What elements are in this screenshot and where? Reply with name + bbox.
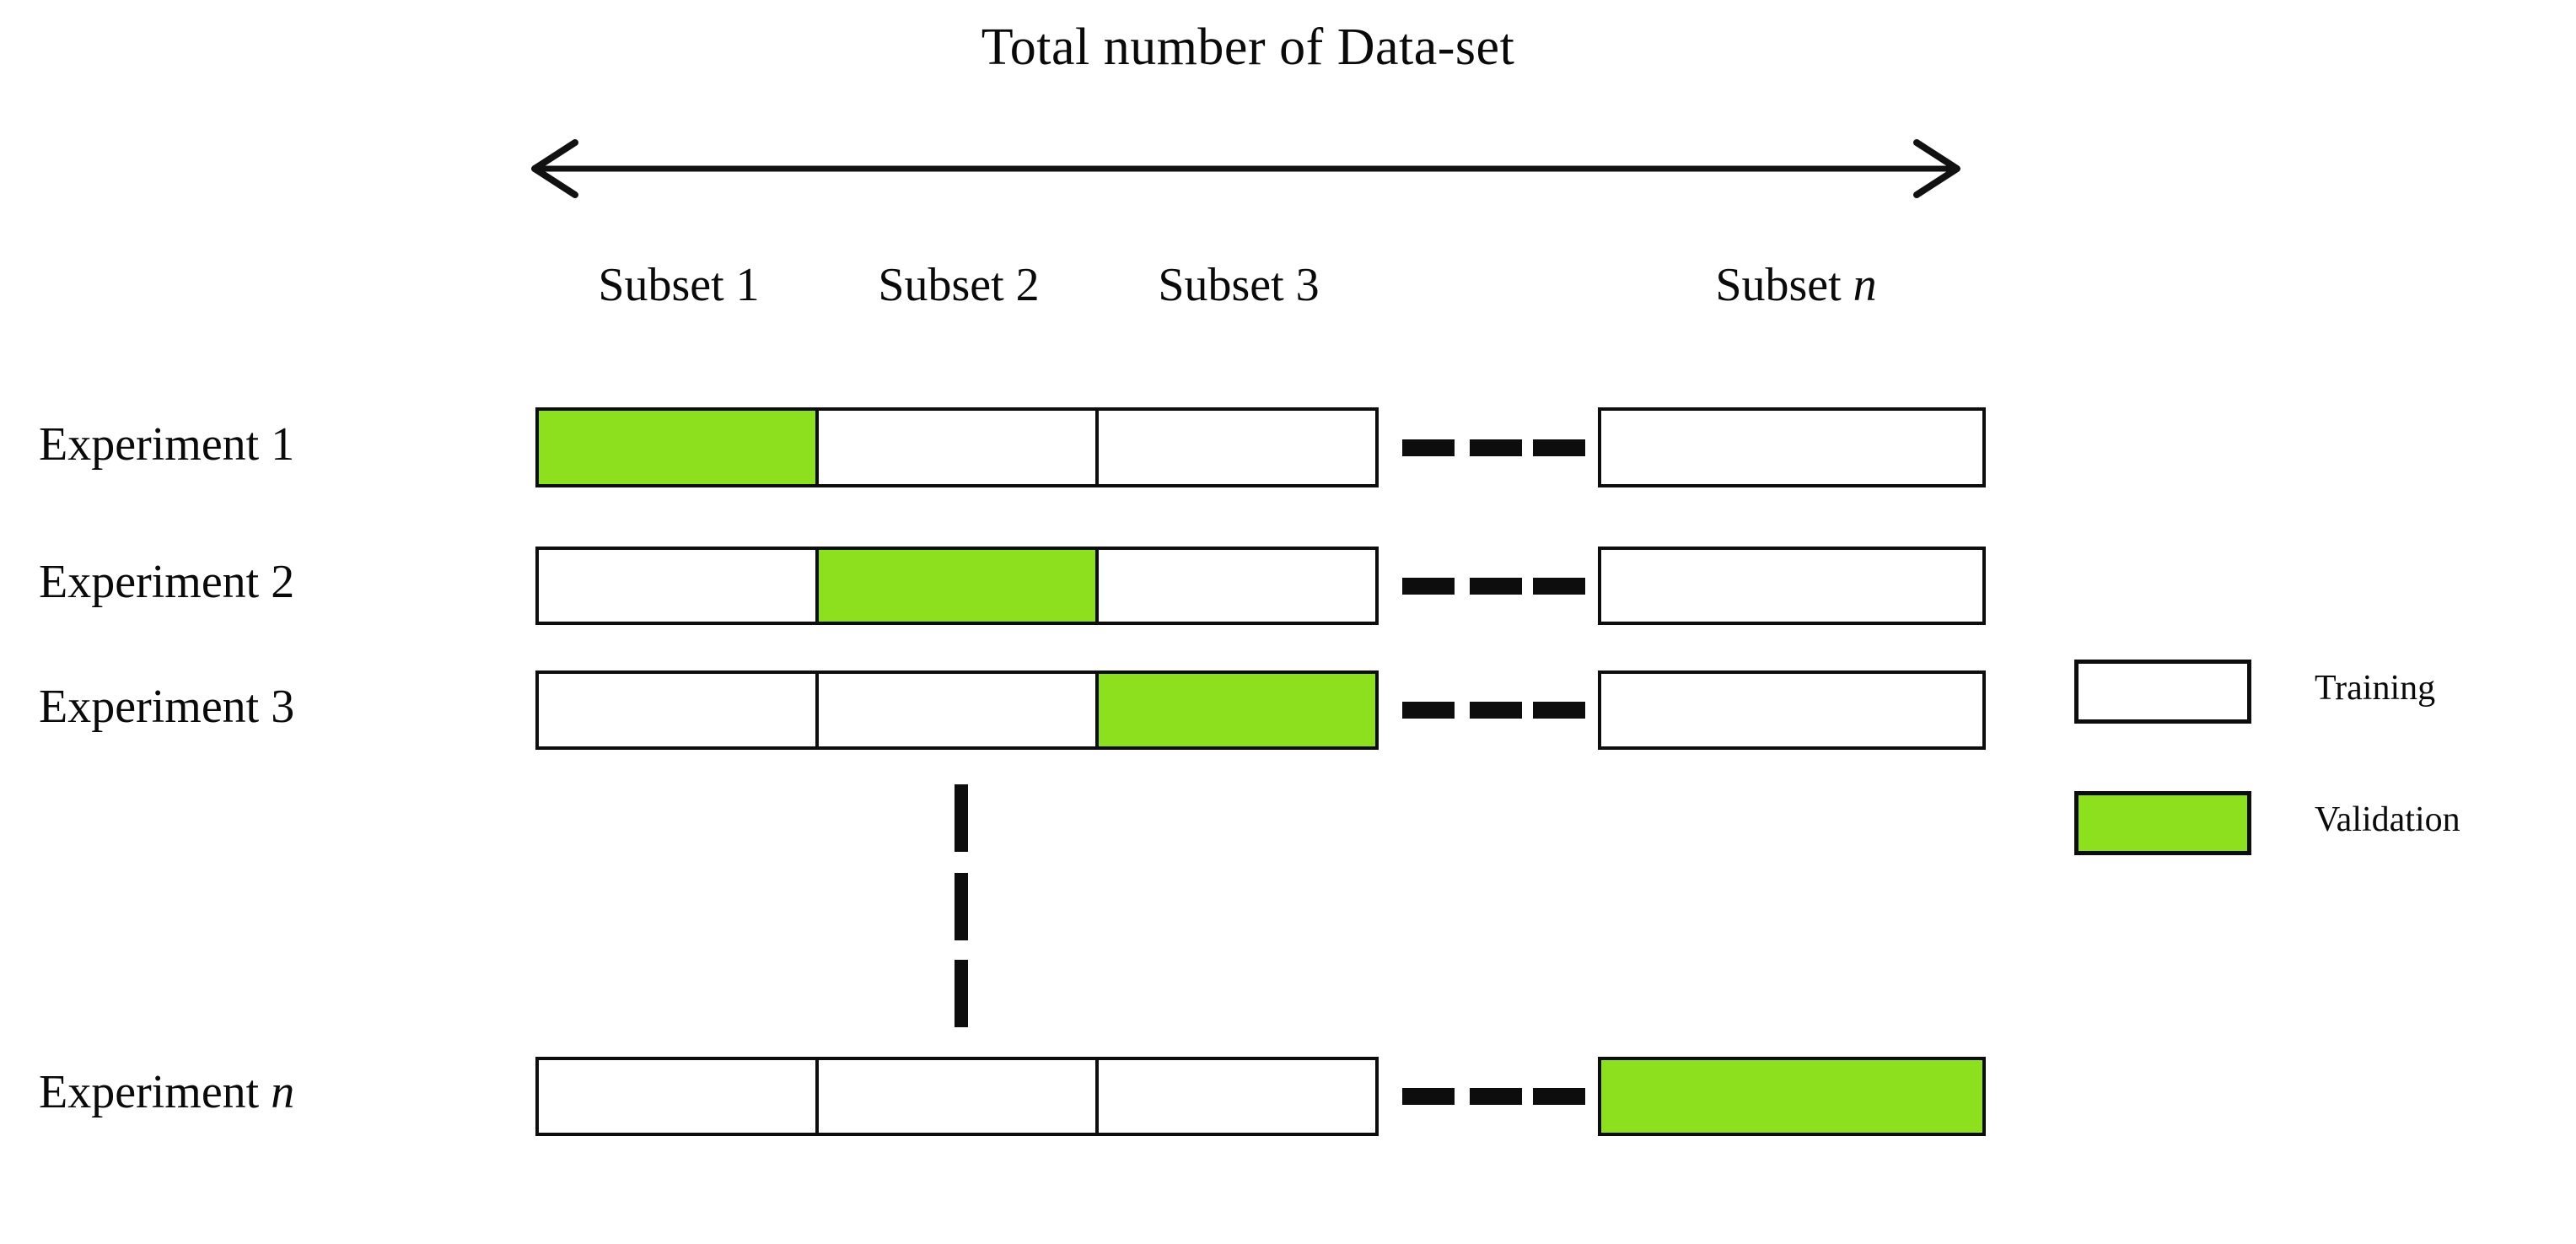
row-ellipsis-dashes-3: [1402, 702, 1585, 719]
column-header-subset-n: Subset n: [1602, 259, 1990, 312]
table-row: [535, 407, 1380, 487]
row-label-text: Experiment 1: [39, 418, 295, 471]
row-label-text: Experiment: [39, 1066, 272, 1118]
column-header-subset-2: Subset 2: [820, 259, 1098, 312]
column-header-subset-1: Subset 1: [540, 259, 818, 312]
cell-exp1-subsetn[interactable]: [1598, 407, 1986, 487]
cell-exp1-subset3[interactable]: [1095, 407, 1379, 487]
row-label-experiment-3: Experiment 3: [39, 681, 511, 734]
column-header-label: Subset 3: [1158, 259, 1320, 311]
row-label-experiment-n: Experiment n: [39, 1066, 511, 1119]
cell-exp2-subset3[interactable]: [1095, 547, 1379, 625]
cell-expn-subset1[interactable]: [535, 1057, 819, 1136]
total-dataset-span-arrow: [523, 131, 1969, 207]
cell-exp1-subset1[interactable]: [535, 407, 819, 487]
legend-label-training: Training: [2315, 669, 2436, 708]
column-header-label: Subset 2: [878, 259, 1040, 311]
cell-expn-subsetn[interactable]: [1598, 1057, 1986, 1136]
legend-swatch-validation: [2074, 791, 2251, 855]
vertical-ellipsis-dashes: [955, 784, 968, 1029]
column-header-subset-3: Subset 3: [1100, 259, 1378, 312]
figure-title: Total number of Data-set: [981, 19, 1515, 76]
row-label-text: Experiment 2: [39, 556, 295, 608]
cell-exp3-subset1[interactable]: [535, 670, 819, 750]
cell-expn-subset2[interactable]: [815, 1057, 1099, 1136]
column-header-italic: n: [1853, 259, 1877, 311]
row-label-italic: n: [271, 1066, 295, 1118]
row-ellipsis-dashes-n: [1402, 1088, 1585, 1105]
column-header-label: Subset: [1715, 259, 1853, 311]
cell-exp3-subset3[interactable]: [1095, 670, 1379, 750]
row-ellipsis-dashes-1: [1402, 439, 1585, 456]
row-label-experiment-2: Experiment 2: [39, 556, 511, 609]
cell-exp3-subset2[interactable]: [815, 670, 1099, 750]
table-row: [535, 1057, 1380, 1136]
table-row: [535, 670, 1380, 750]
row-label-experiment-1: Experiment 1: [39, 418, 511, 471]
cell-exp3-subsetn[interactable]: [1598, 670, 1986, 750]
row-ellipsis-dashes-2: [1402, 578, 1585, 595]
cell-exp2-subset2[interactable]: [815, 547, 1099, 625]
table-row: [535, 547, 1380, 625]
cell-expn-subset3[interactable]: [1095, 1057, 1379, 1136]
column-header-label: Subset 1: [598, 259, 760, 311]
cell-exp2-subsetn[interactable]: [1598, 547, 1986, 625]
cell-exp2-subset1[interactable]: [535, 547, 819, 625]
cell-exp1-subset2[interactable]: [815, 407, 1099, 487]
row-label-text: Experiment 3: [39, 681, 295, 733]
legend-swatch-training: [2074, 660, 2251, 724]
legend-label-validation: Validation: [2315, 800, 2460, 839]
